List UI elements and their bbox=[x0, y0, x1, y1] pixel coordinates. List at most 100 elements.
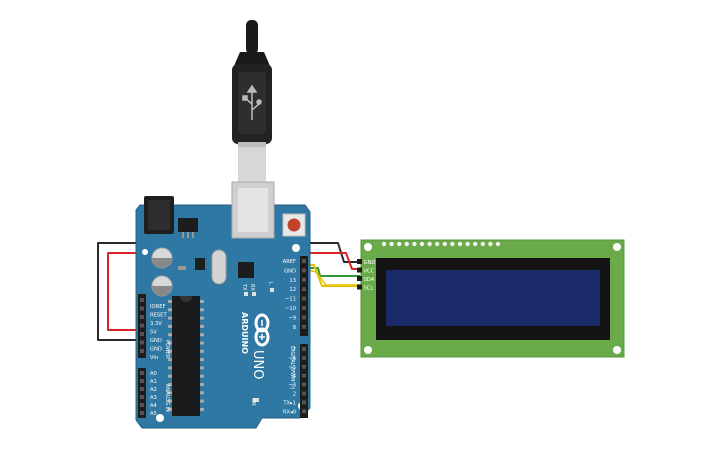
lcd-pad bbox=[435, 241, 440, 247]
header-pin[interactable] bbox=[302, 287, 306, 292]
lcd-pad bbox=[427, 241, 432, 247]
crystal bbox=[211, 249, 227, 285]
lcd-pin[interactable] bbox=[357, 267, 362, 273]
header-pin[interactable] bbox=[302, 373, 306, 378]
lcd-pad bbox=[412, 241, 417, 247]
header-pin[interactable] bbox=[140, 298, 144, 302]
lcd-screen bbox=[386, 270, 600, 326]
header-pin[interactable] bbox=[140, 323, 144, 328]
lcd-pad bbox=[495, 241, 501, 247]
pin-label: 4 bbox=[293, 374, 297, 380]
pin-label: 2 bbox=[293, 392, 296, 398]
lcd-pad bbox=[404, 241, 409, 247]
brand-label: ARDUINO bbox=[240, 312, 249, 354]
lcd-pad bbox=[465, 241, 470, 247]
lcd-i2c-header: GND VCC SDA SCL bbox=[357, 259, 375, 292]
header-pin[interactable] bbox=[302, 364, 306, 369]
header-pin[interactable] bbox=[302, 259, 306, 263]
header-pin[interactable] bbox=[302, 277, 306, 282]
lcd-pad bbox=[381, 241, 387, 247]
header-pin[interactable] bbox=[140, 349, 144, 353]
arduino-board: ARDUINO UNO ON TX RX L DIGITAL (PWM ~) P… bbox=[135, 181, 311, 429]
reset-button-icon[interactable] bbox=[282, 213, 306, 237]
arduino-infinity-logo-icon bbox=[254, 313, 270, 347]
header-pin[interactable] bbox=[140, 387, 144, 391]
pin-label: ~10 bbox=[285, 306, 296, 312]
lcd-pad bbox=[488, 241, 493, 247]
header-pin[interactable] bbox=[302, 306, 306, 310]
header-pin[interactable] bbox=[140, 340, 144, 345]
lcd-pad bbox=[397, 241, 402, 247]
header-pin[interactable] bbox=[302, 347, 306, 351]
pin-label: 13 bbox=[289, 278, 296, 284]
lcd-pin-label: VCC bbox=[364, 269, 375, 275]
lcd-pin[interactable] bbox=[357, 284, 362, 290]
pin-label: GND bbox=[150, 347, 162, 353]
pin-label: 7 bbox=[293, 347, 296, 353]
lcd-pad bbox=[389, 241, 394, 247]
pin-label: 12 bbox=[289, 287, 296, 293]
pin-label: GND bbox=[150, 338, 162, 344]
l-label: L bbox=[267, 282, 273, 285]
pin-label: 3.3V bbox=[150, 321, 162, 327]
lcd-pad bbox=[442, 241, 447, 247]
lcd-pad bbox=[419, 241, 425, 247]
pin-label: RESET bbox=[150, 313, 167, 319]
power-jack bbox=[144, 196, 174, 234]
pin-label: A2 bbox=[150, 387, 157, 393]
lcd-pin-label: SDA bbox=[364, 277, 375, 283]
analog-label: ANALOG IN bbox=[164, 384, 170, 412]
header-pin[interactable] bbox=[302, 355, 306, 360]
header-pin[interactable] bbox=[140, 411, 144, 415]
power-header bbox=[138, 294, 146, 358]
header-pin[interactable] bbox=[302, 400, 306, 405]
header-pin[interactable] bbox=[302, 315, 306, 320]
lcd-module: GND VCC SDA SCL bbox=[357, 239, 625, 358]
pin-label: IOREF bbox=[150, 304, 165, 310]
pin-label: A3 bbox=[150, 395, 157, 401]
pin-label: 8 bbox=[293, 325, 296, 331]
lcd-pad bbox=[457, 241, 463, 247]
pin-label: Vin bbox=[150, 355, 158, 361]
lcd-pin-label: SCL bbox=[364, 286, 374, 292]
header-pin[interactable] bbox=[140, 332, 144, 336]
header-pin[interactable] bbox=[302, 296, 306, 301]
pin-label: AREF bbox=[283, 259, 296, 265]
model-label: UNO bbox=[250, 350, 265, 379]
header-pin[interactable] bbox=[302, 382, 306, 387]
header-pin[interactable] bbox=[302, 391, 306, 396]
lcd-pin[interactable] bbox=[357, 259, 362, 264]
pin-label: ~3 bbox=[288, 383, 296, 389]
digital-header-bottom bbox=[300, 344, 308, 418]
usb-cable-icon bbox=[232, 20, 272, 182]
header-pin[interactable] bbox=[302, 324, 306, 329]
header-pin[interactable] bbox=[140, 395, 144, 399]
header-pin[interactable] bbox=[140, 315, 144, 319]
header-pin[interactable] bbox=[140, 403, 144, 407]
header-pin[interactable] bbox=[140, 379, 144, 383]
digital-header-top bbox=[300, 256, 308, 336]
capacitors bbox=[151, 247, 173, 297]
pin-label: A4 bbox=[150, 403, 158, 409]
digital-label: DIGITAL (PWM ~) bbox=[289, 346, 295, 389]
header-pin[interactable] bbox=[302, 268, 306, 273]
on-label: ON bbox=[250, 398, 256, 406]
lcd-pin-label: GND bbox=[364, 260, 376, 266]
lcd-pad bbox=[480, 241, 485, 247]
header-pin[interactable] bbox=[140, 371, 144, 375]
power-label: POWER bbox=[164, 340, 170, 359]
pin-label: TX▸1 bbox=[282, 400, 296, 406]
pin-label: A0 bbox=[150, 371, 157, 377]
rx-label: RX bbox=[249, 284, 255, 291]
lcd-pin[interactable] bbox=[357, 276, 362, 281]
tx-label: TX bbox=[241, 283, 247, 291]
microcontroller-chip bbox=[168, 296, 204, 416]
header-pin[interactable] bbox=[302, 409, 306, 414]
pin-label: ~9 bbox=[288, 315, 296, 321]
pin-label: ~6 bbox=[288, 356, 296, 362]
pin-label: RX◂0 bbox=[283, 409, 296, 415]
header-pin[interactable] bbox=[140, 306, 144, 311]
voltage-regulator bbox=[178, 218, 198, 232]
pin-label: A5 bbox=[150, 411, 157, 417]
